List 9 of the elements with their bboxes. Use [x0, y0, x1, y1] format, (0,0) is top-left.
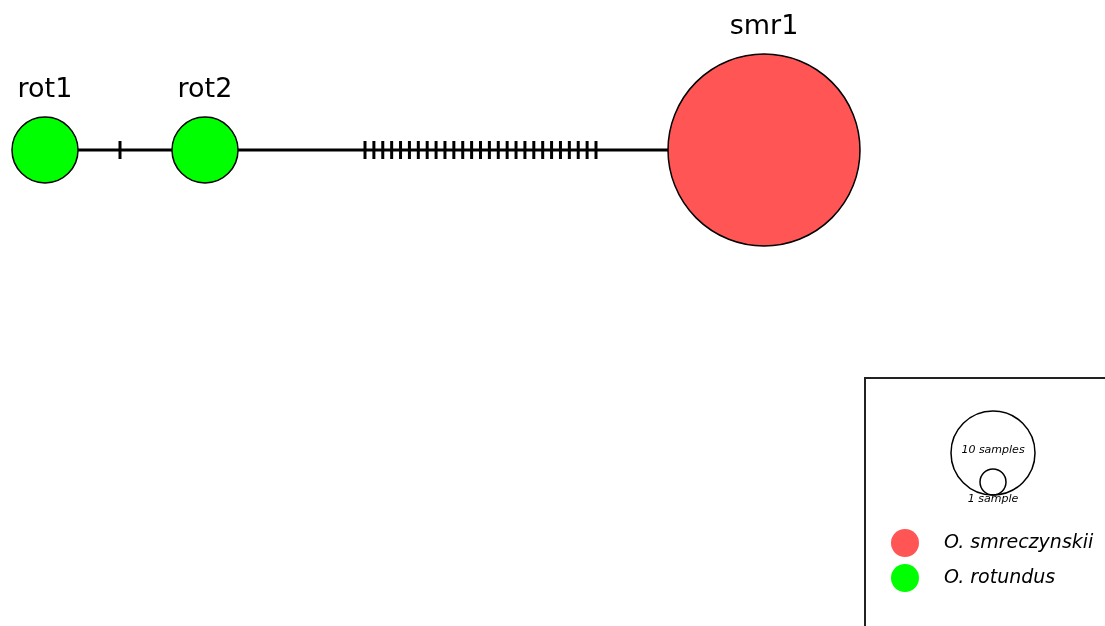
- haplotype-label: rot1: [16, 72, 74, 104]
- scale-label: 1 sample: [967, 492, 1019, 505]
- haplotype-label: smr1: [728, 9, 800, 41]
- haplotype-label: rot2: [176, 72, 234, 104]
- legend-label: O. smreczynskii: [944, 530, 1094, 552]
- scale-label: 10 samples: [961, 443, 1025, 456]
- legend-label: O. rotundus: [944, 565, 1056, 587]
- connector-line: [78, 148, 172, 152]
- connector-line: [238, 148, 668, 152]
